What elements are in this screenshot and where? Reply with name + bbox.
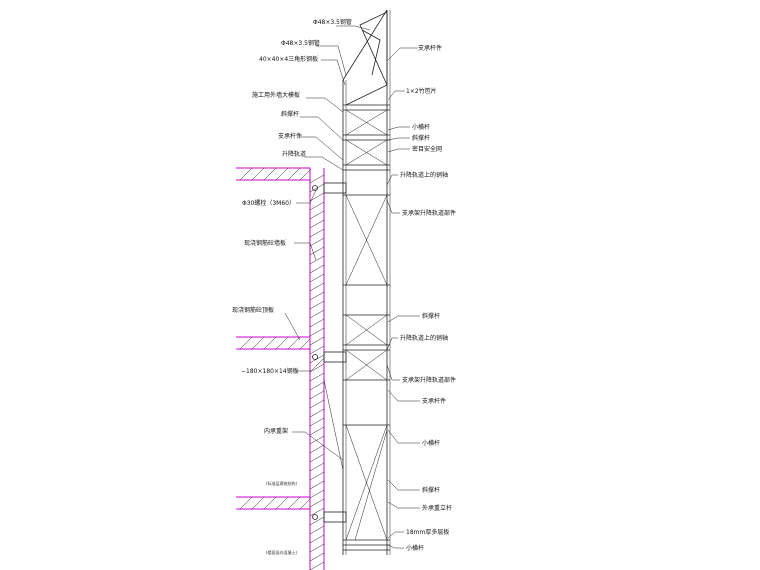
label-r-diagonal-3: 斜撑杆 — [422, 486, 440, 494]
wall-hatch-line — [309, 201, 325, 211]
wall-hatch-line — [309, 318, 325, 328]
label-r-plywood: 18mm厚多层板 — [406, 528, 449, 536]
label-r-track-part-1: 支承架升降轨道部件 — [402, 209, 456, 217]
wall-hatch-line — [309, 219, 325, 229]
wall-hatch-line — [309, 390, 325, 400]
wall-hatch-line — [309, 273, 325, 283]
wall-hatch-line — [309, 399, 325, 409]
wall-hatch-line — [309, 327, 325, 337]
wall-hatch-line — [309, 210, 325, 220]
wall-hatch-line — [309, 381, 325, 391]
label-r-track-part-2: 支承架升降轨道部件 — [402, 376, 456, 384]
leader-lines — [284, 25, 420, 549]
wall-hatch-line — [309, 471, 325, 481]
labels-right: 支承杆件 1×2竹笆片 小横杆 斜撑杆 密目安全网 升降轨道上的销轴 支承架升降… — [400, 44, 456, 552]
wall-hatch-line — [309, 228, 325, 238]
label-r-outer-pole: 外承重立杆 — [422, 504, 452, 512]
labels-left: Φ48×3.5钢管 Φ48×3.5钢管 40×40×4三角形钢板 施工用外墙大模… — [232, 18, 352, 555]
label-tube-left: Φ48×3.5钢管 — [281, 39, 320, 47]
label-r-net: 1×2竹笆片 — [406, 87, 437, 95]
label-tube-top: Φ48×3.5钢管 — [313, 18, 352, 26]
label-r-small-3: 小横杆 — [406, 544, 424, 552]
label-r-track-pin-2: 升降轨道上的销轴 — [400, 334, 448, 342]
label-diagonal: 斜撑杆 — [281, 110, 299, 118]
ledgers — [343, 104, 390, 551]
wall-hatch-line — [309, 552, 325, 562]
wall-hatch-line — [309, 237, 325, 247]
wall-hatch-line — [309, 480, 325, 490]
label-bolt: Φ30螺栓（3M60） — [242, 199, 295, 207]
wall-hatch-line — [309, 534, 325, 544]
wall-hatch-line — [309, 516, 325, 526]
wall-hatch-line — [309, 561, 325, 570]
wall-hatch-line — [309, 264, 325, 274]
wall-hatch-line — [309, 174, 325, 184]
label-r-track-pin-1: 升降轨道上的销轴 — [400, 171, 448, 179]
floor-brackets — [312, 182, 347, 523]
diagonal-braces — [345, 109, 388, 541]
label-r-safety-net: 密目安全网 — [412, 145, 442, 153]
label-cast-wall: 现浇钢筋砼墙板 — [244, 239, 286, 247]
wall-hatch-line — [309, 543, 325, 553]
inner-bearing-frame — [323, 379, 344, 471]
wall-hatch-line — [309, 462, 325, 472]
wall-hatch-line — [309, 345, 325, 355]
wall-hatch-line — [309, 183, 325, 193]
label-cast-floor: 现浇钢筋砼顶板 — [232, 306, 274, 314]
wall-hatch-line — [309, 372, 325, 382]
label-steel-plate: −180×180×14钢板 — [241, 367, 299, 375]
wall-hatch-line — [309, 408, 325, 418]
concrete-structure — [236, 167, 325, 570]
label-inner-frame: 内承重架 — [264, 427, 288, 435]
wall-hatch-line — [309, 453, 325, 463]
wall-hatch-line — [309, 255, 325, 265]
wall-hatch-line — [309, 246, 325, 256]
label-safety-board: 施工用外墙大模板 — [252, 91, 300, 99]
scaffold-frame — [312, 9, 391, 555]
wall-hatch-line — [309, 282, 325, 292]
label-r-small-1: 小横杆 — [412, 123, 430, 131]
slab-hatching — [239, 167, 311, 510]
wall-hatch-line — [309, 192, 325, 202]
wall-hatch-line — [309, 525, 325, 535]
wall-hatch-line — [309, 291, 325, 301]
label-angle-steel: 40×40×4三角形钢板 — [259, 55, 318, 63]
wall-hatch-line — [309, 300, 325, 310]
wall-hatch-line — [309, 363, 325, 373]
top-guard — [342, 9, 388, 106]
label-r-diagonal-2: 斜撑杆 — [422, 312, 440, 320]
wall-hatch-line — [309, 309, 325, 319]
wall-hatch-line — [309, 507, 325, 517]
label-r-support-top: 支承杆件 — [418, 44, 442, 52]
label-r-diagonal-1: 斜撑杆 — [412, 134, 430, 142]
wall-hatch-line — [309, 435, 325, 445]
wall-hatch-line — [309, 336, 325, 346]
wall-hatch-line — [309, 417, 325, 427]
floor-slab-top — [236, 167, 311, 181]
floor-slab-middle — [236, 336, 311, 350]
label-lift-track: 升降轨道 — [282, 150, 306, 158]
wall-hatch-line — [309, 426, 325, 436]
wall-hatch-line — [309, 444, 325, 454]
label-note-2: (楼面竖向混凝土) — [266, 549, 298, 555]
floor-slab-lower — [236, 496, 311, 510]
label-r-small-2: 小横杆 — [422, 439, 440, 447]
label-r-support-2: 支承杆件 — [422, 397, 446, 405]
wall-hatching — [309, 174, 325, 570]
wall-hatch-line — [309, 489, 325, 499]
label-note-1: (标准层建筑结构) — [266, 480, 298, 486]
label-support-rod: 支承杆件 — [278, 132, 302, 140]
wall-hatch-line — [309, 498, 325, 508]
